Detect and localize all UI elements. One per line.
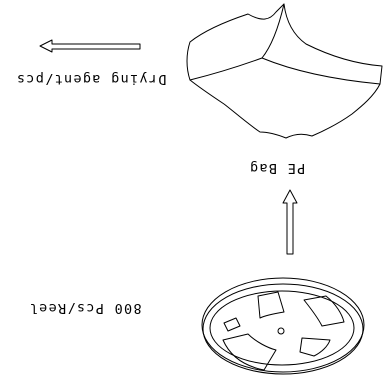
reel-quantity-label: 800 Pcs/Reel	[28, 300, 141, 316]
pe-bag-label: PE Bag	[249, 160, 306, 176]
tape-reel-icon	[201, 277, 365, 375]
drying-agent-label: Drying agent/pcs	[16, 71, 167, 87]
left-arrow-icon	[39, 39, 141, 53]
desiccant-pouch-icon	[186, 3, 383, 139]
up-arrow-icon	[282, 189, 298, 255]
